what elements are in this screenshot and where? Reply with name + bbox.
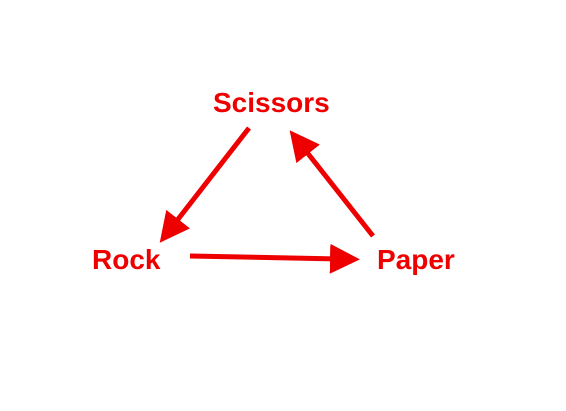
- node-label-scissors: Scissors: [213, 87, 330, 118]
- node-label-rock: Rock: [92, 244, 161, 275]
- arrow-paper-to-scissors: [289, 130, 375, 238]
- arrow-scissors-to-rock: [159, 126, 251, 243]
- node-label-paper: Paper: [377, 244, 455, 275]
- arrow-rock-to-paper: [189, 243, 360, 274]
